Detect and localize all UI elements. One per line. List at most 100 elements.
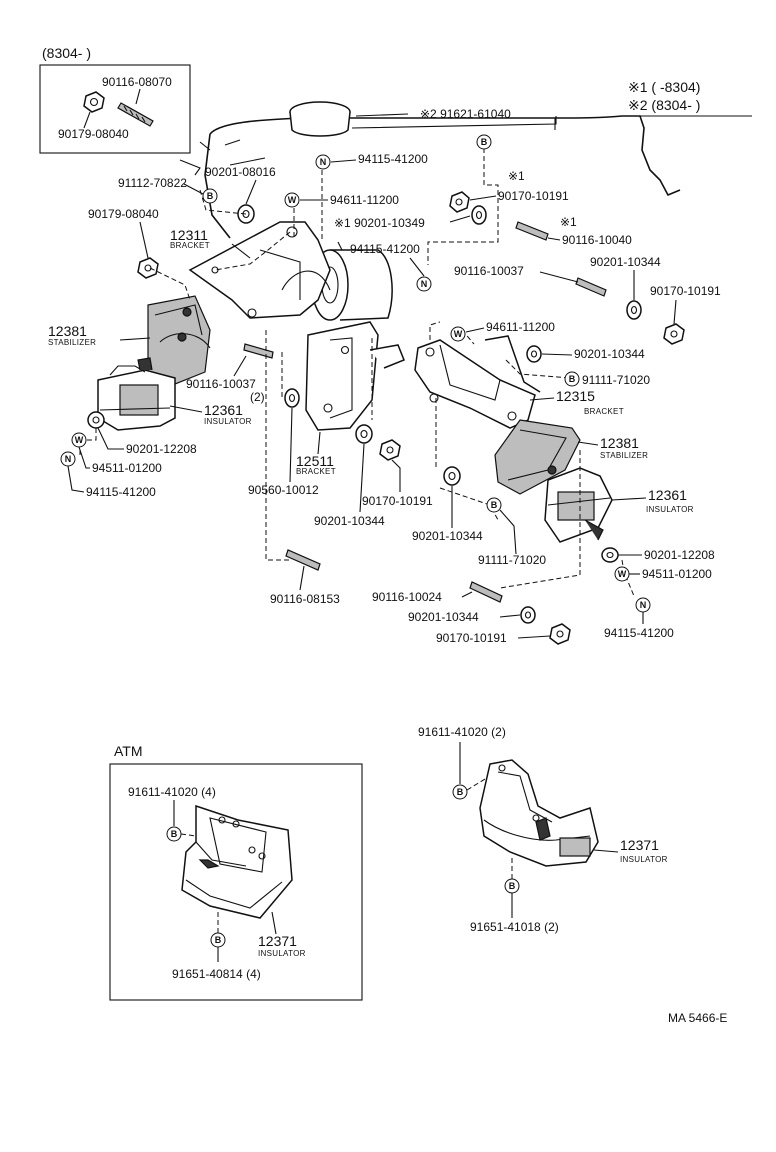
label-90116-10040: 90116-10040 [562,233,632,247]
label-90170-10191-top: 90170-10191 [498,189,569,203]
stabilizer-right [494,419,581,495]
label-94115-41200-bottom: 94115-41200 [604,626,674,640]
atm-bolt-bottom-label: 91651-40814 (4) [172,967,261,981]
nut-90170-10191-a [449,191,470,213]
svg-text:B: B [481,137,488,147]
atm-part-caption: INSULATOR [258,949,306,958]
inset-nut-number: 90179-08040 [58,127,129,141]
inset-nut-icon [83,91,105,113]
atm-insulator [181,804,293,919]
label-94611-11200-right: 94611-11200 [486,320,555,334]
label-91111-71020-upper: 91111-71020 [582,373,650,387]
atm-bolt-symbol-bottom: B [210,932,226,948]
mt-part-number: 12371 [620,837,659,853]
mt-insulator [479,759,599,867]
label-12315-caption: BRACKET [584,407,624,416]
bracket-12511 [305,321,405,431]
label-94511-01200-right: 94511-01200 [642,567,712,581]
stud-90116-10024 [469,581,503,603]
svg-text:W: W [288,195,297,205]
inset-frame [39,64,191,154]
washer-symbol-94611-right: W [450,326,466,342]
washer-90201-10344-right-mid [526,345,542,363]
washer-symbol-94611-top: W [284,192,300,208]
mt-bolt-symbol-top: B [452,784,468,800]
svg-text:N: N [421,279,428,289]
washer-90560-10012 [284,388,300,408]
nut-90170-10191-bottom [549,623,571,645]
washer-90201-10344-center [355,424,373,444]
label-12315: 12315 [556,388,595,404]
bracket-12311 [188,221,331,319]
svg-text:B: B [457,787,464,797]
washer-90201-12208-left [87,411,105,429]
nut-90170-10191-center [379,439,401,461]
nut-symbol-94115-top: N [315,154,331,170]
label-90116-10024: 90116-10024 [372,590,442,604]
label-star1-b: ※1 [560,215,577,229]
label-star1-a: ※1 [508,169,525,183]
label-90201-10344-center: 90201-10344 [314,514,385,528]
label-90116-10037-right: 90116-10037 [454,264,524,278]
label-12361-right-caption: INSULATOR [646,505,694,514]
stud-90116-10037-left [243,343,274,359]
label-12381-right-caption: STABILIZER [600,451,648,460]
label-94115-41200-top: 94115-41200 [358,152,428,166]
svg-text:B: B [491,500,498,510]
bracket-12315 [414,335,541,429]
atm-frame [109,763,363,1001]
bolt-symbol-91621: B [476,134,492,150]
svg-text:B: B [569,374,576,384]
svg-text:B: B [207,191,214,201]
svg-text:W: W [75,435,84,445]
mt-bolt-symbol-bottom: B [504,878,520,894]
inset-range-label: (8304- ) [42,45,91,61]
label-12361-left-caption: INSULATOR [204,417,252,426]
label-91112-70822: 91112-70822 [118,176,187,190]
label-12361-left: 12361 [204,402,243,418]
nut-90179-08040 [137,257,159,279]
label-90201-12208-left: 90201-12208 [126,442,197,456]
label-91621-61040: ※2 91621-61040 [420,107,511,121]
mt-bolt-bottom-label: 91651-41018 (2) [470,920,559,934]
inset-stud-icon [117,102,154,127]
part-labels: ※2 91621-61040 94115-41200 90201-08016 9… [48,107,721,645]
label-12381-left-caption: STABILIZER [48,338,96,347]
bolt-symbol-91112: B [202,188,218,204]
svg-text:B: B [215,935,222,945]
atm-bolt-top-label: 91611-41020 (4) [128,785,216,799]
label-94611-11200-top: 94611-11200 [330,193,399,207]
washer-90201-10344-bottom [520,606,536,624]
insulator-right [544,467,613,543]
mt-bolt-top-label: 91611-41020 (2) [418,725,506,739]
inset-stud-number: 90116-08070 [102,75,172,89]
label-12511: 12511 [296,453,334,469]
svg-text:N: N [65,454,72,464]
label-12311: 12311 [170,227,208,243]
washer-90201-12208-right [601,547,619,563]
svg-text:W: W [618,569,627,579]
label-90201-10344-bottom: 90201-10344 [408,610,479,624]
legend-row-2: ※2 (8304- ) [628,97,700,113]
label-90170-10191-right: 90170-10191 [650,284,721,298]
label-90201-10344-right-top: 90201-10344 [590,255,661,269]
svg-text:N: N [320,157,327,167]
bolt-symbol-91111-lower: B [486,497,502,513]
washer-symbol-94511-right: W [614,566,630,582]
label-90201-10344-right-mid: 90201-10344 [574,347,645,361]
label-90170-10191-bottom: 90170-10191 [436,631,507,645]
label-12311-caption: BRACKET [170,241,210,250]
nut-symbol-94115-bottom: N [635,597,651,613]
mt-part-caption: INSULATOR [620,855,668,864]
washer-90201-08016 [237,204,255,224]
bolt-symbol-91111-upper: B [564,371,580,387]
label-90201-12208-right: 90201-12208 [644,548,715,562]
stud-90116-10037-right [575,277,607,297]
label-12381-right: 12381 [600,435,639,451]
label-90201-10344-lower: 90201-10344 [412,529,483,543]
diagram-reference-code: MA 5466-E [668,1011,727,1025]
svg-text:B: B [171,829,178,839]
washer-symbol-94511-left: W [71,432,87,448]
svg-text:B: B [509,881,516,891]
